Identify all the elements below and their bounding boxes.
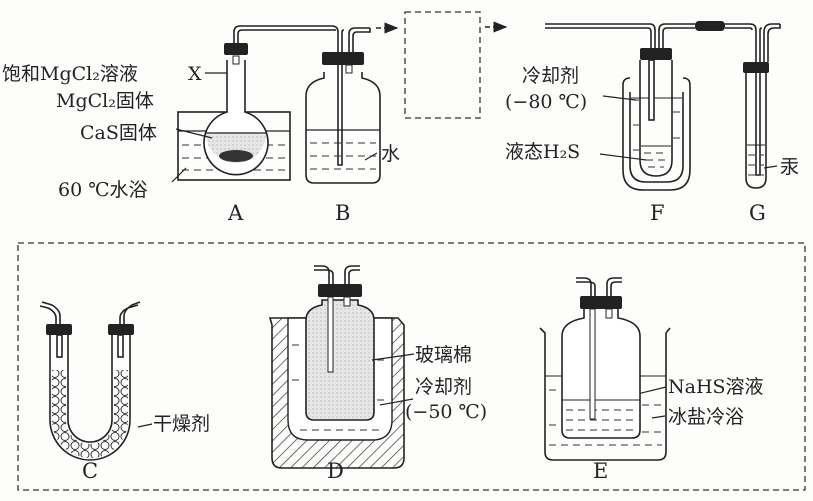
- apparatus-g-mercury-tube: G: [725, 23, 781, 225]
- label-d: D: [327, 459, 344, 483]
- label-glass-wool: 玻璃棉: [415, 344, 472, 366]
- label-coolant-f-temp: (−80 ℃): [505, 91, 587, 113]
- label-coolant-f: 冷却剂: [522, 65, 579, 87]
- label-mgcl2-solid: MgCl₂固体: [56, 90, 154, 112]
- label-b: B: [335, 201, 350, 225]
- label-x: X: [188, 63, 202, 85]
- label-ice-salt-bath: 冰盐冷浴: [668, 406, 744, 428]
- label-mercury: 汞: [780, 156, 799, 178]
- apparatus-e-nahs-bottle: E: [539, 277, 671, 483]
- label-water-bath: 60 ℃水浴: [58, 179, 147, 201]
- options-box: [17, 242, 806, 491]
- apparatus-b-wash-bottle: B: [305, 27, 381, 225]
- label-water: 水: [381, 143, 400, 165]
- label-liquid-h2s: 液态H₂S: [505, 141, 580, 163]
- label-cas-solid: CaS固体: [80, 122, 157, 144]
- apparatus-c-u-tube: C: [39, 301, 141, 483]
- label-coolant-d: 冷却剂: [415, 376, 472, 398]
- apparatus-d-cold-bottle: D: [268, 265, 405, 483]
- label-coolant-d-temp: (−50 ℃): [405, 401, 487, 423]
- placeholder-box: [404, 11, 481, 119]
- label-a: A: [227, 201, 244, 225]
- apparatus-a-flask-in-water-bath: A: [177, 25, 345, 225]
- label-nahs-solution: NaHS溶液: [668, 376, 764, 398]
- label-desiccant: 干燥剂: [153, 413, 210, 435]
- label-e: E: [593, 459, 608, 483]
- label-saturated-mgcl2-solution: 饱和MgCl₂溶液: [2, 63, 138, 85]
- label-g: G: [749, 201, 766, 225]
- label-c: C: [82, 459, 98, 483]
- leader-lines: [171, 72, 778, 183]
- apparatus-f-cold-trap: F: [545, 21, 725, 225]
- label-f: F: [650, 201, 665, 225]
